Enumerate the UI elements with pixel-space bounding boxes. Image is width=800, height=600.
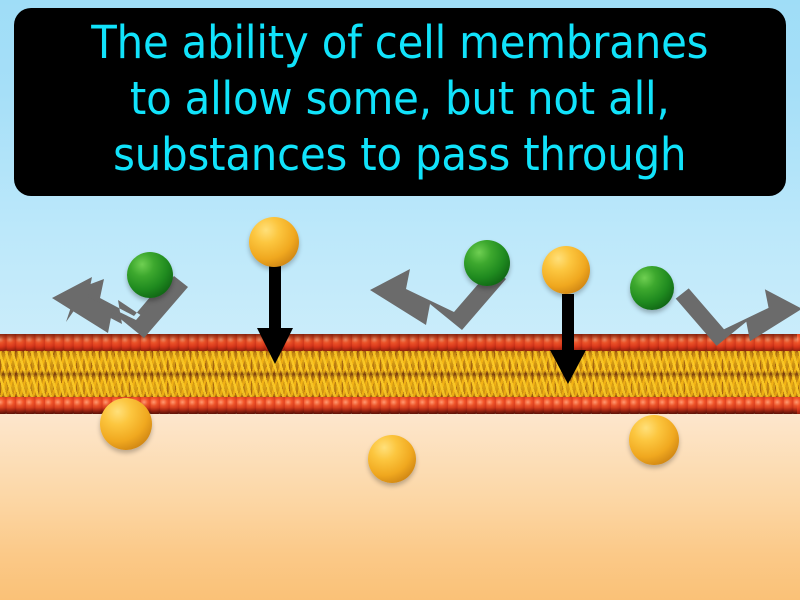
heads-outer-shading	[0, 334, 797, 351]
deflection-arrow-left-1	[52, 276, 188, 338]
bilayer-shading	[0, 345, 800, 403]
passing-particle-above-1	[249, 217, 299, 267]
definition-text: The ability of cell membranes to allow s…	[91, 16, 709, 181]
passing-particle-below-1	[100, 398, 152, 450]
deflection-arrow-left-2	[370, 268, 506, 330]
phospholipid-bilayer	[0, 334, 800, 414]
passing-particle-below-3	[629, 415, 679, 465]
blocked-particle-2	[464, 240, 510, 286]
blocked-particle-1	[127, 252, 173, 298]
passing-particle-above-2	[542, 246, 590, 294]
phospholipid-heads-outer	[0, 334, 800, 351]
permeation-arrow-down-1	[257, 266, 293, 364]
passing-particle-below-2	[368, 435, 416, 483]
deflection-arrow-right-3	[675, 288, 800, 346]
blocked-particle-3	[630, 266, 674, 310]
permeation-arrow-down-2	[550, 294, 586, 384]
phospholipid-heads-inner	[0, 397, 800, 414]
definition-card: The ability of cell membranes to allow s…	[14, 8, 786, 196]
